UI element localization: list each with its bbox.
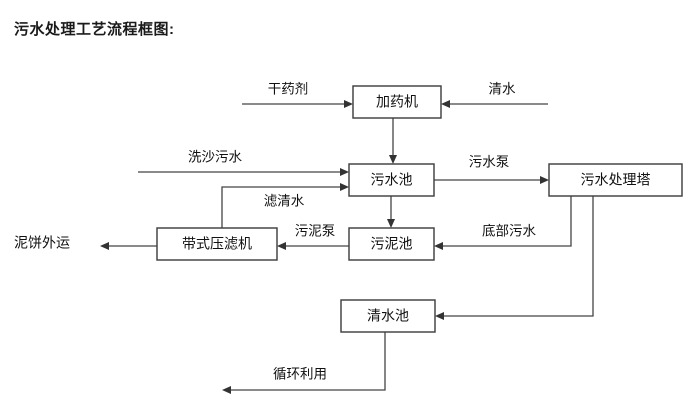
arrow-head-icon [222, 386, 231, 394]
edge-treatment-tower-to-clear-water-pool [435, 196, 594, 320]
arrow-head-icon [340, 183, 349, 191]
node-label-sewage-pool: 污水池 [371, 172, 413, 188]
node-label-treatment-tower: 污水处理塔 [581, 172, 651, 188]
edge-treatment-tower-to-sludge-pool: 底部污水 [434, 196, 572, 250]
node-sewage-pool[interactable]: 污水池 [348, 163, 435, 197]
edge-label-filtered-clear-water: 滤清水 [264, 194, 305, 209]
node-box [340, 299, 436, 333]
arrow-head-icon [340, 168, 349, 176]
node-label-clear-water-pool: 清水池 [367, 308, 409, 324]
node-sludge-pool[interactable]: 污泥池 [348, 227, 435, 261]
edge-sewage-pool-to-sludge-pool [387, 196, 395, 228]
arrow-head-icon [387, 219, 395, 228]
node-box [548, 163, 683, 197]
edge-label-sewage-pump: 污水泵 [469, 155, 510, 170]
edge-line [221, 186, 342, 228]
edge-label-sand-wash-sewage: 洗沙污水 [188, 150, 242, 165]
arrow-head-icon [277, 242, 286, 250]
edge-line [229, 332, 386, 391]
edge-sand-wash-sewage-to-sewage-pool: 洗沙污水 [138, 150, 349, 176]
page-title: 污水处理工艺流程框图: [14, 21, 175, 38]
edge-belt-filter-to-sewage-pool: 滤清水 [221, 183, 349, 228]
arrow-head-icon [434, 242, 443, 250]
arrow-head-icon [435, 312, 444, 320]
node-box [348, 163, 435, 197]
node-belt-filter[interactable]: 带式压滤机 [156, 227, 278, 261]
node-box [156, 227, 278, 261]
node-label-belt-filter: 带式压滤机 [182, 236, 252, 252]
arrow-head-icon [344, 100, 353, 108]
edge-dosing-machine-to-sewage-pool [389, 118, 397, 164]
edge-dry-reagent-to-dosing-machine: 干药剂 [242, 82, 353, 108]
edge-label-clean-water: 清水 [489, 82, 517, 97]
edge-label-recycling-reuse: 循环利用 [273, 367, 327, 382]
node-clear-water-pool[interactable]: 清水池 [340, 299, 436, 333]
arrow-head-icon [540, 176, 549, 184]
arrow-head-icon [441, 100, 450, 108]
terminal-label-mud-cake-transport: 泥饼外运 [14, 235, 70, 251]
arrow-head-icon [389, 155, 397, 164]
edge-clear-water-pool-to-recycling: 循环利用 [222, 332, 386, 394]
edge-clean-water-to-dosing-machine: 清水 [441, 82, 548, 108]
edge-label-sludge-pump: 污泥泵 [295, 224, 336, 239]
edge-line [441, 196, 572, 247]
node-label-dosing-machine: 加药机 [376, 94, 418, 110]
node-box [352, 85, 442, 119]
arrow-head-icon [100, 242, 109, 250]
edge-sewage-pool-to-treatment-tower: 污水泵 [434, 155, 549, 184]
node-dosing-machine[interactable]: 加药机 [352, 85, 442, 119]
edge-belt-filter-to-mud-cake-transport [100, 242, 157, 250]
edge-line [442, 196, 594, 317]
edge-label-bottom-sewage: 底部污水 [482, 224, 536, 239]
node-box [348, 227, 435, 261]
node-treatment-tower[interactable]: 污水处理塔 [548, 163, 683, 197]
edge-label-dry-reagent: 干药剂 [268, 82, 309, 97]
node-label-sludge-pool: 污泥池 [371, 236, 413, 252]
edge-sludge-pool-to-belt-filter: 污泥泵 [277, 224, 349, 250]
